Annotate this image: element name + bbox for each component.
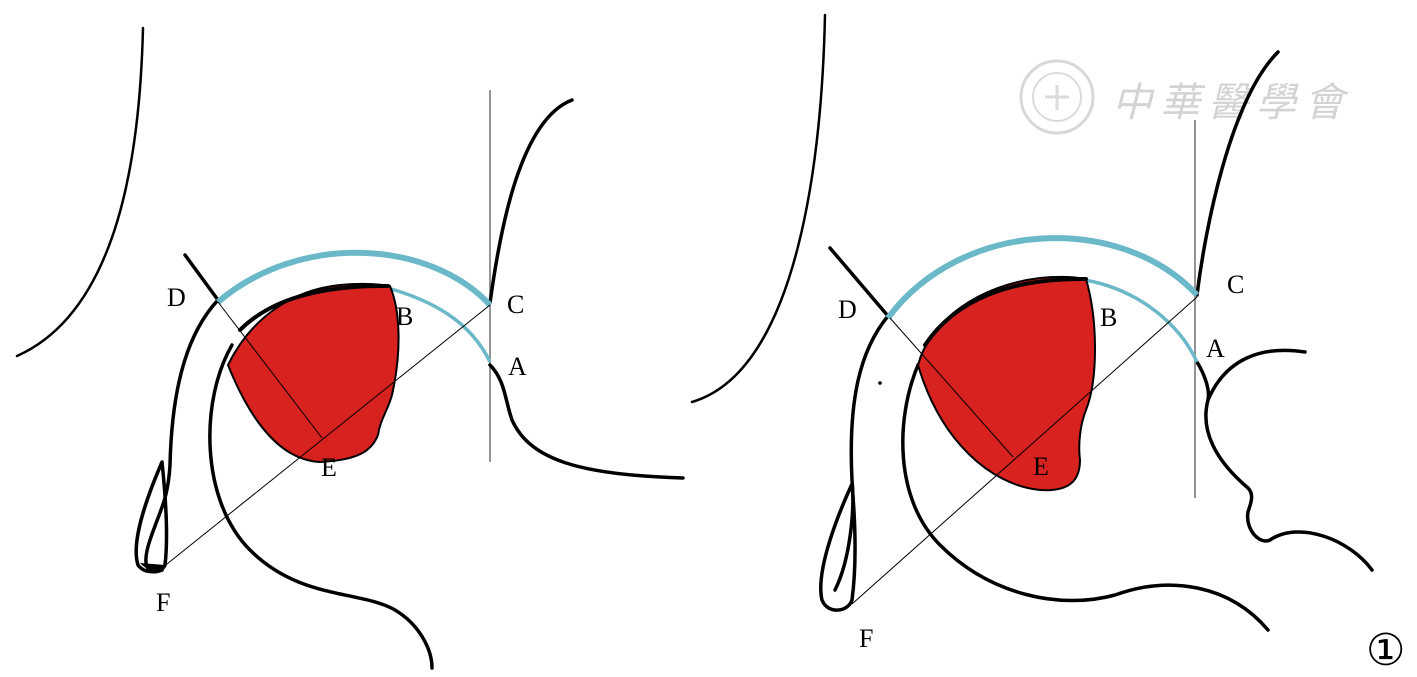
left-cyan-inner-arc: [387, 286, 492, 363]
right-label-E: E: [1033, 452, 1049, 481]
left-face-profile-curve: [15, 26, 145, 358]
watermark-text: 中華醫學會: [1112, 80, 1352, 126]
figure-number: ①: [1366, 625, 1405, 676]
left-cyan-outer-arc: [216, 249, 493, 308]
left-label-B: B: [396, 302, 413, 331]
right-label-A: A: [1206, 334, 1225, 363]
left-label-A: A: [508, 352, 527, 381]
left-label-D: D: [167, 283, 186, 312]
left-label-F: F: [156, 588, 170, 617]
right-cyan-inner-arc: [1084, 278, 1199, 363]
right-label-F: F: [859, 624, 873, 653]
right-lower-contour: [1195, 348, 1307, 402]
watermark-seal-icon: [1019, 59, 1095, 135]
right-upper-contour: [1195, 50, 1280, 297]
left-label-C: C: [507, 290, 524, 319]
right-cyan-outer-arc: [885, 235, 1200, 320]
right-red-region: [916, 275, 1096, 492]
right-panel: 中華醫學會 A B C D E F: [690, 13, 1374, 653]
right-outer-contour: [828, 246, 890, 592]
left-teardrop-contour: [134, 460, 169, 574]
right-teardrop-contour: [819, 482, 857, 612]
right-dot-marker: [878, 381, 882, 385]
left-upper-contour: [488, 98, 574, 305]
right-red-top-edge: [923, 276, 1088, 347]
left-red-region: [226, 282, 400, 464]
right-line-C-F: [851, 296, 1198, 605]
right-label-D: D: [838, 295, 857, 324]
right-label-B: B: [1100, 303, 1117, 332]
watermark: 中華醫學會: [1019, 59, 1352, 135]
left-line-D-E: [217, 301, 323, 439]
left-teardrop-fill: [140, 563, 165, 571]
right-face-profile-curve: [690, 13, 827, 404]
right-label-C: C: [1227, 270, 1244, 299]
left-red-top-edge: [238, 283, 390, 332]
left-outer-contour: [144, 253, 220, 574]
right-inner-bowl-contour: [901, 363, 1270, 632]
left-line-C-F: [161, 304, 491, 569]
right-bulb-contour: [1204, 398, 1374, 572]
right-line-D-E: [889, 317, 1014, 458]
left-panel: A B C D E F: [15, 26, 685, 670]
left-inner-bowl-contour: [208, 343, 434, 670]
left-label-E: E: [321, 453, 337, 482]
left-lower-contour: [488, 363, 685, 480]
